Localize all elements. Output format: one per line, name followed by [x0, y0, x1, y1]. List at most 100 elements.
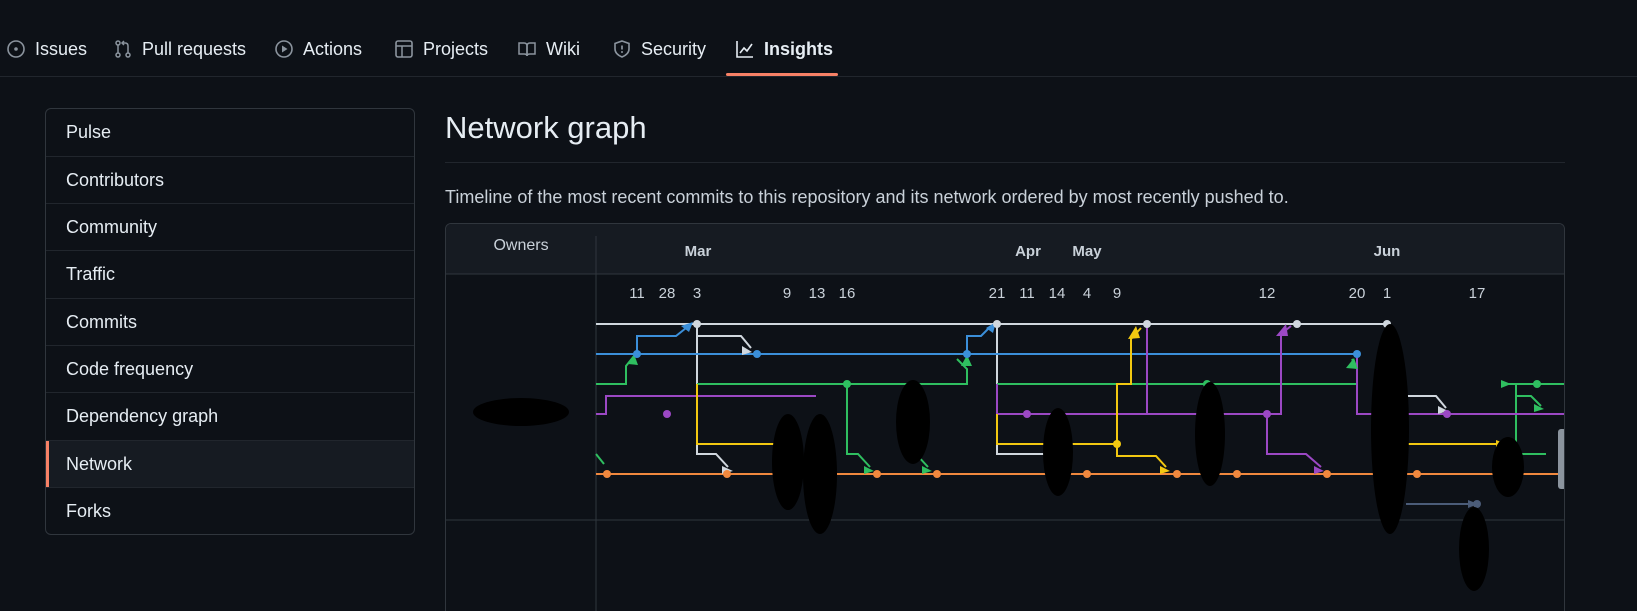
sidebar-item-pulse[interactable]: Pulse: [66, 122, 112, 142]
day-label: 9: [783, 285, 791, 302]
branch-line-white-fork: [996, 324, 1056, 455]
merge-arrow: [961, 355, 972, 366]
commit-dot[interactable]: [603, 470, 611, 478]
graph-header-band: [446, 224, 1564, 274]
branch-line-green-fork: [1515, 396, 1546, 455]
merge-arrow: [742, 346, 752, 355]
branch-line-blue-merge: [966, 325, 992, 354]
redaction-mark: [1195, 382, 1225, 486]
commit-dot[interactable]: [1293, 320, 1301, 328]
day-label: 13: [809, 285, 826, 302]
merge-arrow: [1276, 324, 1288, 336]
nav-tab-label: Security: [641, 38, 707, 59]
redaction-mark: [896, 380, 930, 464]
book-icon: [518, 42, 536, 57]
merge-arrow: [681, 322, 693, 332]
day-label: 9: [1113, 285, 1121, 302]
branch-line-yellow: [996, 327, 1142, 445]
nav-tab-security[interactable]: Security: [612, 32, 706, 66]
graph-scroll-handle[interactable]: [1558, 429, 1564, 489]
redaction-mark: [1043, 408, 1073, 496]
branch-line-white-fork: [1406, 395, 1447, 409]
commit-dot[interactable]: [1173, 470, 1181, 478]
sidebar-item-forks[interactable]: Forks: [46, 487, 414, 534]
commit-dot[interactable]: [693, 320, 701, 328]
month-label: Apr: [1015, 243, 1041, 260]
branch-line-green-fork: [595, 453, 605, 465]
nav-tab-insights[interactable]: Insights: [735, 32, 833, 66]
nav-tab-actions[interactable]: Actions: [274, 32, 362, 66]
commit-dot[interactable]: [1233, 470, 1241, 478]
day-label: 14: [1049, 285, 1066, 302]
sidebar-item-commits[interactable]: Commits: [46, 298, 414, 345]
day-label: 11: [1019, 285, 1035, 302]
commit-dot[interactable]: [1023, 410, 1031, 418]
commit-dot[interactable]: [963, 350, 971, 358]
branch-line-yellow-fork: [1116, 444, 1167, 468]
commit-dot[interactable]: [633, 350, 641, 358]
commit-dot[interactable]: [1143, 320, 1151, 328]
day-label: 20: [1349, 285, 1366, 302]
commit-dot[interactable]: [1473, 500, 1481, 508]
sidebar-item-traffic[interactable]: Traffic: [46, 250, 414, 297]
sidebar-item-code-frequency[interactable]: Code frequency: [46, 345, 414, 392]
branch-line-green-fork: [846, 384, 871, 468]
nav-tab-label: Pull requests: [142, 38, 247, 59]
insights-sidebar: Pulse Contributors Community Traffic Com…: [45, 108, 415, 535]
play-icon: [275, 40, 293, 58]
merge-arrow: [1346, 358, 1358, 369]
commit-dots[interactable]: [603, 320, 1541, 508]
sidebar-item-network[interactable]: Network: [46, 440, 414, 487]
branch-line-purple: [996, 384, 1267, 415]
issue-opened-icon: [7, 40, 25, 58]
sidebar-item-community[interactable]: Community: [46, 203, 414, 250]
commit-dot[interactable]: [1083, 470, 1091, 478]
month-label: May: [1072, 243, 1102, 260]
merge-arrow: [1128, 326, 1140, 339]
title-divider: [445, 162, 1565, 163]
commit-dot[interactable]: [1413, 470, 1421, 478]
branch-line-white-merge: [696, 324, 752, 349]
nav-tab-issues[interactable]: Issues: [6, 32, 87, 66]
merge-arrow: [922, 466, 932, 474]
commit-dot[interactable]: [663, 410, 671, 418]
redaction-mark: [803, 414, 837, 534]
commit-dot[interactable]: [933, 470, 941, 478]
nav-tab-label: Insights: [764, 38, 834, 59]
branch-line-blue-merge: [636, 323, 692, 354]
git-pull-request-icon: [115, 40, 131, 58]
redaction-mark: [1492, 437, 1524, 497]
day-label: 28: [659, 285, 676, 302]
commit-dot[interactable]: [1353, 350, 1361, 358]
month-label: Jun: [1374, 243, 1401, 260]
branch-line-green: [697, 358, 968, 385]
network-graph[interactable]: Mar Apr May Jun 11 28 3 9 13 16 21 11 14…: [445, 223, 1565, 611]
merge-arrow: [864, 466, 874, 474]
commit-dot[interactable]: [993, 320, 1001, 328]
page-title: Network graph: [445, 110, 647, 145]
commit-dot[interactable]: [1443, 410, 1451, 418]
redaction-marks: [473, 324, 1524, 591]
month-label: Mar: [685, 243, 712, 260]
day-label: 21: [989, 285, 1006, 302]
nav-tab-pull-requests[interactable]: Pull requests: [113, 32, 246, 66]
commit-dot[interactable]: [753, 350, 761, 358]
commit-dot[interactable]: [1533, 380, 1541, 388]
commit-dot[interactable]: [1323, 470, 1331, 478]
commit-dot[interactable]: [843, 380, 851, 388]
sidebar-item-contributors[interactable]: Contributors: [46, 156, 414, 203]
merge-arrow: [1314, 466, 1324, 474]
commit-dot[interactable]: [1263, 410, 1271, 418]
nav-tab-projects[interactable]: Projects: [394, 32, 488, 66]
network-graph-canvas[interactable]: Mar Apr May Jun 11 28 3 9 13 16 21 11 14…: [446, 224, 1565, 611]
commit-dot[interactable]: [723, 470, 731, 478]
commit-dot[interactable]: [873, 470, 881, 478]
day-label: 3: [693, 285, 701, 302]
nav-tab-wiki[interactable]: Wiki: [517, 32, 580, 66]
day-label: 17: [1469, 285, 1486, 302]
merge-arrow: [628, 354, 638, 365]
nav-tab-label: Projects: [423, 38, 489, 59]
branch-line-purple-merge: [1267, 325, 1292, 415]
commit-dot[interactable]: [1113, 440, 1121, 448]
sidebar-item-dependency-graph[interactable]: Dependency graph: [46, 392, 414, 439]
